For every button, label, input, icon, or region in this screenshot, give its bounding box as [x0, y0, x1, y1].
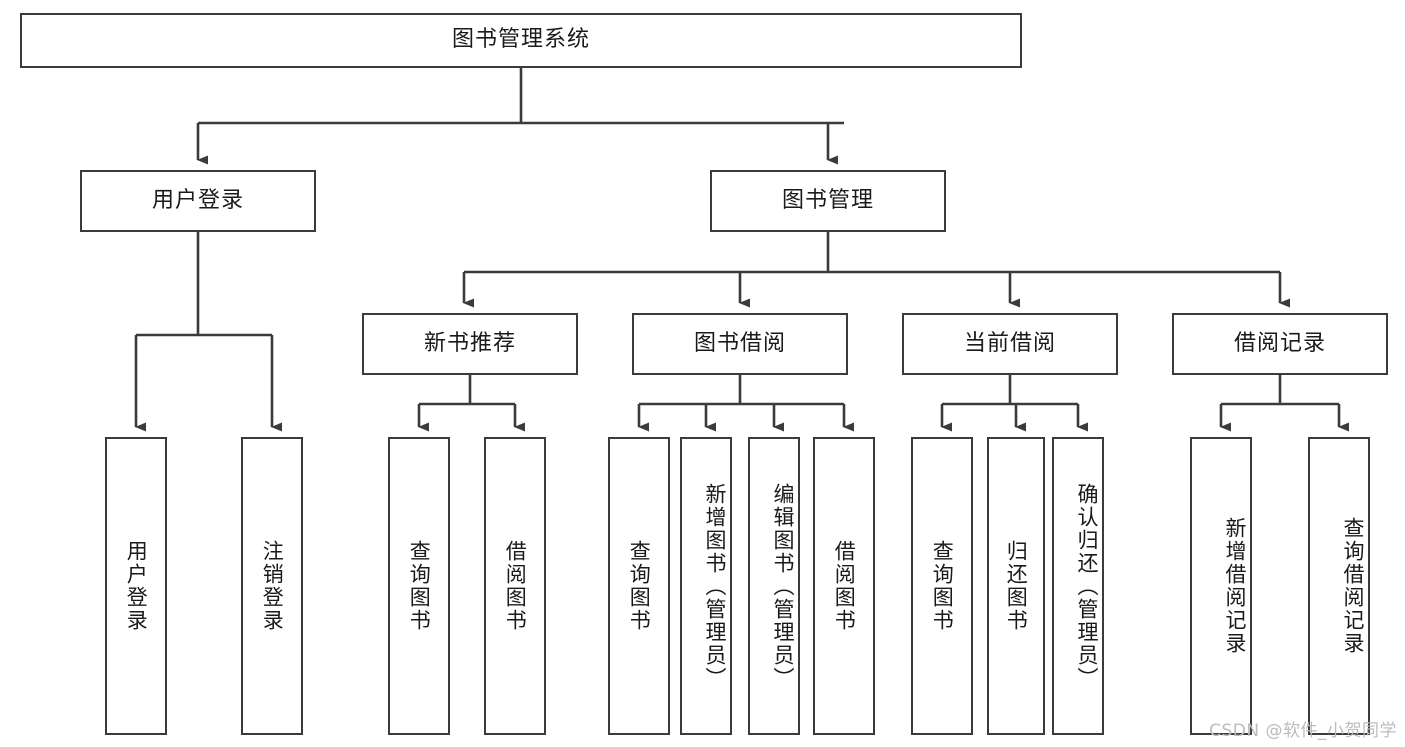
node-label: 新增图书（管理员） [703, 482, 727, 690]
node-label: 查询图书 [627, 540, 652, 632]
node-label: 当前借阅 [963, 330, 1056, 356]
node-label: 图书借阅 [693, 330, 786, 356]
node-borrowing-record[interactable]: 借阅记录 [1172, 313, 1388, 375]
node-label: 用户登录 [124, 540, 149, 632]
node-leaf-query-book-borrow[interactable]: 查询图书 [608, 437, 670, 735]
node-leaf-add-book-admin[interactable]: 新增图书（管理员） [680, 437, 732, 735]
node-book-management[interactable]: 图书管理 [710, 170, 946, 232]
node-label: 用户登录 [151, 187, 244, 213]
node-label: 借阅图书 [832, 540, 857, 632]
node-label: 编辑图书（管理员） [771, 482, 795, 690]
node-label: 借阅图书 [503, 540, 528, 632]
node-label: 查询借阅记录 [1341, 517, 1365, 655]
node-leaf-return-book[interactable]: 归还图书 [987, 437, 1045, 735]
node-new-book-recommendation[interactable]: 新书推荐 [362, 313, 578, 375]
node-leaf-borrow-book-newbook[interactable]: 借阅图书 [484, 437, 546, 735]
node-leaf-edit-book-admin[interactable]: 编辑图书（管理员） [748, 437, 800, 735]
node-current-borrowing[interactable]: 当前借阅 [902, 313, 1118, 375]
node-label: 确认归还（管理员） [1075, 482, 1099, 690]
node-label: 注销登录 [260, 540, 285, 632]
node-label: 图书管理 [781, 187, 874, 213]
node-leaf-add-borrow-record[interactable]: 新增借阅记录 [1190, 437, 1252, 735]
node-user-login[interactable]: 用户登录 [80, 170, 316, 232]
node-label: 查询图书 [407, 540, 432, 632]
connectors-group [134, 68, 1349, 432]
node-leaf-query-book-current[interactable]: 查询图书 [911, 437, 973, 735]
node-leaf-user-login[interactable]: 用户登录 [105, 437, 167, 735]
node-label: 新书推荐 [423, 330, 516, 356]
node-label: 图书管理系统 [451, 27, 590, 53]
node-label: 借阅记录 [1233, 330, 1326, 356]
node-label: 归还图书 [1004, 540, 1029, 632]
node-label: 查询图书 [930, 540, 955, 632]
node-label: 新增借阅记录 [1223, 517, 1247, 655]
node-leaf-confirm-return-admin[interactable]: 确认归还（管理员） [1052, 437, 1104, 735]
node-leaf-query-book-newbook[interactable]: 查询图书 [388, 437, 450, 735]
node-leaf-borrow-book[interactable]: 借阅图书 [813, 437, 875, 735]
node-book-management-system[interactable]: 图书管理系统 [20, 13, 1022, 68]
node-leaf-query-borrow-record[interactable]: 查询借阅记录 [1308, 437, 1370, 735]
node-book-borrowing[interactable]: 图书借阅 [632, 313, 848, 375]
node-leaf-logout[interactable]: 注销登录 [241, 437, 303, 735]
